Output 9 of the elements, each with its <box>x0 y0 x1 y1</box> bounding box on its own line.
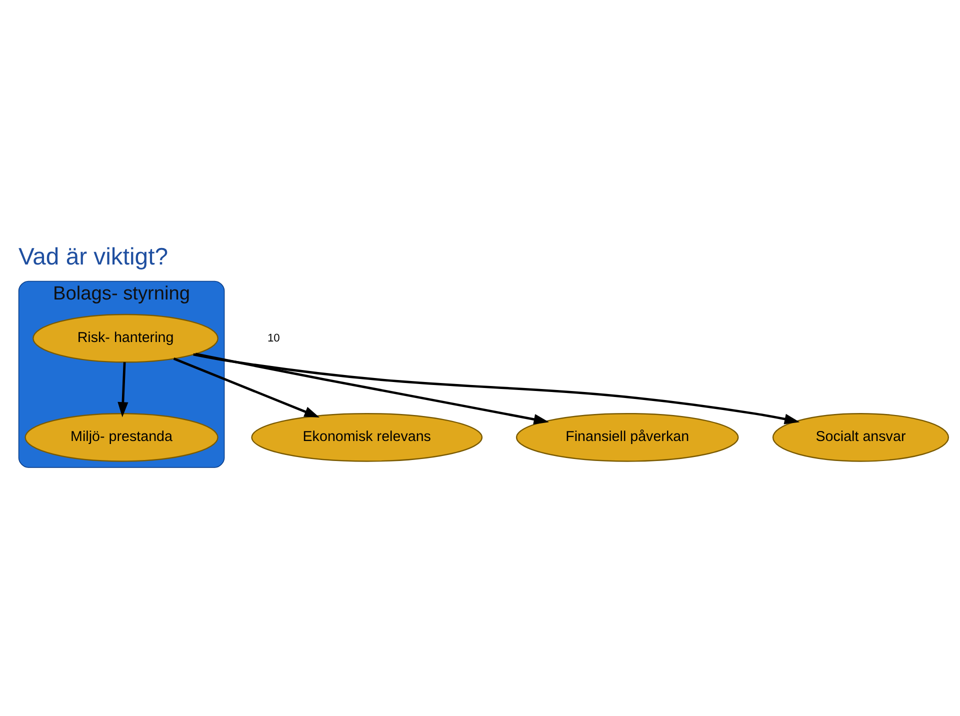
arrow <box>172 358 320 418</box>
arrow <box>117 362 128 418</box>
node-ellipse: Miljö- prestanda <box>24 413 218 462</box>
label: 10 <box>266 332 280 344</box>
diagram-title: Vad är viktigt? <box>18 243 168 270</box>
arrow <box>194 352 548 425</box>
node-ellipse: Risk- hantering <box>32 314 218 363</box>
node-ellipse: Ekonomisk relevans <box>250 413 482 462</box>
arrow <box>192 353 800 424</box>
